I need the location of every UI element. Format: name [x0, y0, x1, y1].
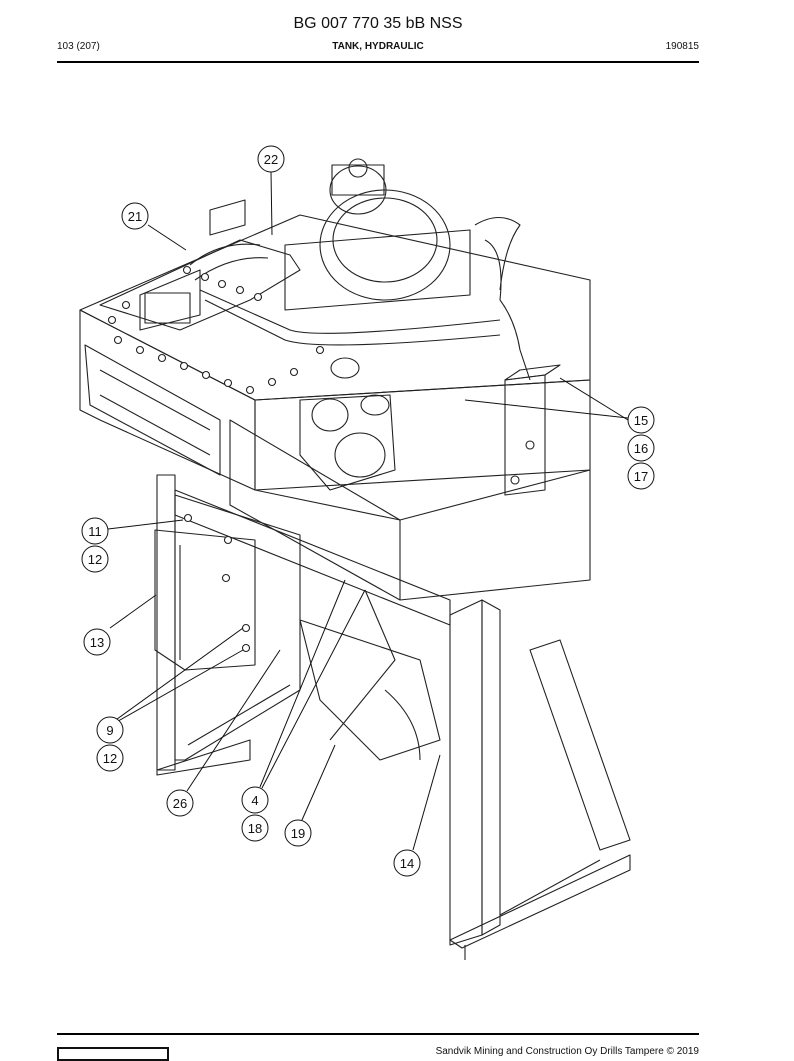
callout-4: [241, 786, 269, 814]
callout-16: [627, 434, 655, 462]
callout-12-a: [81, 545, 109, 573]
bolts: [107, 265, 325, 653]
callout-14: [393, 849, 421, 877]
callout-16-label: 16: [634, 441, 648, 456]
company-logo: [57, 1047, 169, 1061]
callout-18-label: 18: [248, 821, 262, 836]
document-code: 190815: [665, 41, 699, 52]
callout-11-label: 11: [88, 524, 102, 539]
mounting-plate: [154, 529, 256, 671]
callout-13-label: 13: [90, 635, 104, 650]
section-title: TANK, HYDRAULIC: [332, 41, 424, 52]
callout-9: [96, 716, 124, 744]
callout-12-a-label: 12: [88, 552, 102, 567]
callout-21-label: 21: [128, 209, 142, 224]
callout-9-label: 9: [106, 723, 113, 738]
valve-block: [299, 357, 396, 491]
leader-lines: [107, 171, 629, 851]
footer-rule: [57, 1033, 699, 1035]
side-plate: [84, 344, 221, 476]
front-frame-leg: [449, 599, 631, 960]
callout-15: [627, 406, 655, 434]
callout-26-label: 26: [173, 796, 187, 811]
filter-housing: [284, 158, 471, 311]
hose-lines: [189, 216, 531, 381]
callout-22-label: 22: [264, 152, 278, 167]
callout-19: [284, 819, 312, 847]
callout-11: [81, 517, 109, 545]
callout-19-label: 19: [291, 826, 305, 841]
right-bracket: [209, 199, 561, 496]
callout-circles: [81, 145, 655, 877]
callout-12-b: [96, 744, 124, 772]
callout-17-label: 17: [634, 469, 648, 484]
page-number: 103 (207): [57, 41, 100, 52]
footer-copyright: Sandvik Mining and Construction Oy Drill…: [435, 1046, 699, 1057]
callout-labels: 22 21 15 16 17 11 12 13 9 12 26 4 18 19 …: [88, 152, 648, 871]
callout-4-label: 4: [251, 793, 258, 808]
callout-22: [257, 145, 285, 173]
header-rule: [57, 61, 699, 63]
junction-box: [144, 292, 191, 324]
callout-17: [627, 462, 655, 490]
top-cover: [99, 239, 301, 331]
document-title: BG 007 770 35 bB NSS: [293, 15, 463, 32]
callout-12-b-label: 12: [103, 751, 117, 766]
callout-13: [83, 628, 111, 656]
callout-26: [166, 789, 194, 817]
left-frame-leg: [156, 474, 301, 776]
rod: [329, 589, 396, 741]
callout-14-label: 14: [400, 856, 414, 871]
callout-18: [241, 814, 269, 842]
cross-beam: [174, 489, 451, 761]
callout-21: [121, 202, 149, 230]
callout-15-label: 15: [634, 413, 648, 428]
